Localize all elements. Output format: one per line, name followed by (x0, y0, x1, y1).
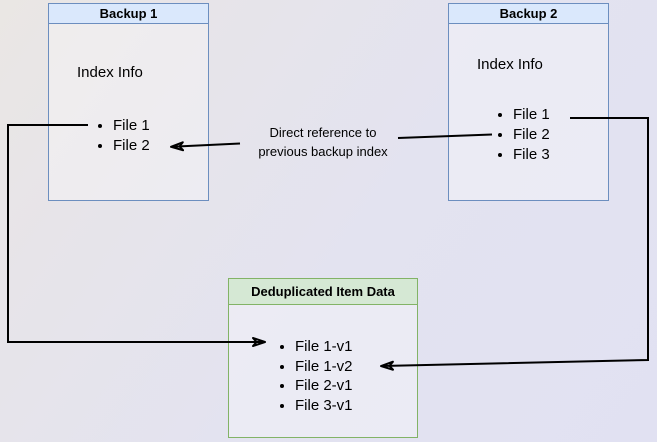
backup2-file-list: File 1 File 2 File 3 (491, 105, 550, 165)
dedup-box: Deduplicated Item Data File 1-v1 File 1-… (228, 278, 418, 438)
file-item: File 2 (513, 125, 550, 145)
file-item: File 1 (113, 116, 150, 136)
file-item: File 3 (513, 145, 550, 165)
backup2-box: Backup 2 Index Info File 1 File 2 File 3 (448, 3, 609, 201)
backup1-title: Backup 1 (99, 6, 158, 21)
backup1-header: Backup 1 (49, 4, 208, 24)
backup2-header: Backup 2 (449, 4, 608, 24)
dedup-title: Deduplicated Item Data (251, 284, 395, 299)
backup1-file-list: File 1 File 2 (91, 116, 150, 156)
dedup-header: Deduplicated Item Data (229, 279, 417, 305)
backup1-box: Backup 1 Index Info File 1 File 2 (48, 3, 209, 201)
file-item: File 1-v1 (295, 337, 353, 357)
backup2-title: Backup 2 (499, 6, 558, 21)
file-item: File 2 (113, 136, 150, 156)
file-item: File 3-v1 (295, 396, 353, 416)
annotation-line2: previous backup index (258, 144, 388, 159)
annotation-line1: Direct reference to (269, 125, 377, 140)
annotation-label: Direct reference to previous backup inde… (213, 123, 433, 161)
file-item: File 1-v2 (295, 357, 353, 377)
backup1-index-info-label: Index Info (77, 64, 143, 81)
file-item: File 1 (513, 105, 550, 125)
file-item: File 2-v1 (295, 376, 353, 396)
dedup-file-list: File 1-v1 File 1-v2 File 2-v1 File 3-v1 (273, 337, 353, 415)
backup2-index-info-label: Index Info (477, 56, 543, 73)
